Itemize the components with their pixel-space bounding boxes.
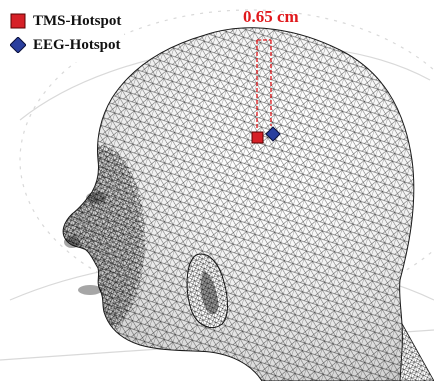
distance-label: 0.65 cm [243, 7, 299, 27]
legend: TMS-Hotspot EEG-Hotspot [4, 4, 124, 62]
legend-item-tms: TMS-Hotspot [10, 10, 121, 32]
legend-item-eeg: EEG-Hotspot [10, 34, 121, 56]
tms-hotspot-marker [252, 132, 263, 143]
legend-label-eeg: EEG-Hotspot [33, 37, 121, 54]
blue-diamond-icon [10, 37, 26, 53]
legend-label-tms: TMS-Hotspot [33, 13, 121, 30]
head-mesh [55, 15, 434, 381]
red-square-icon [10, 13, 26, 29]
